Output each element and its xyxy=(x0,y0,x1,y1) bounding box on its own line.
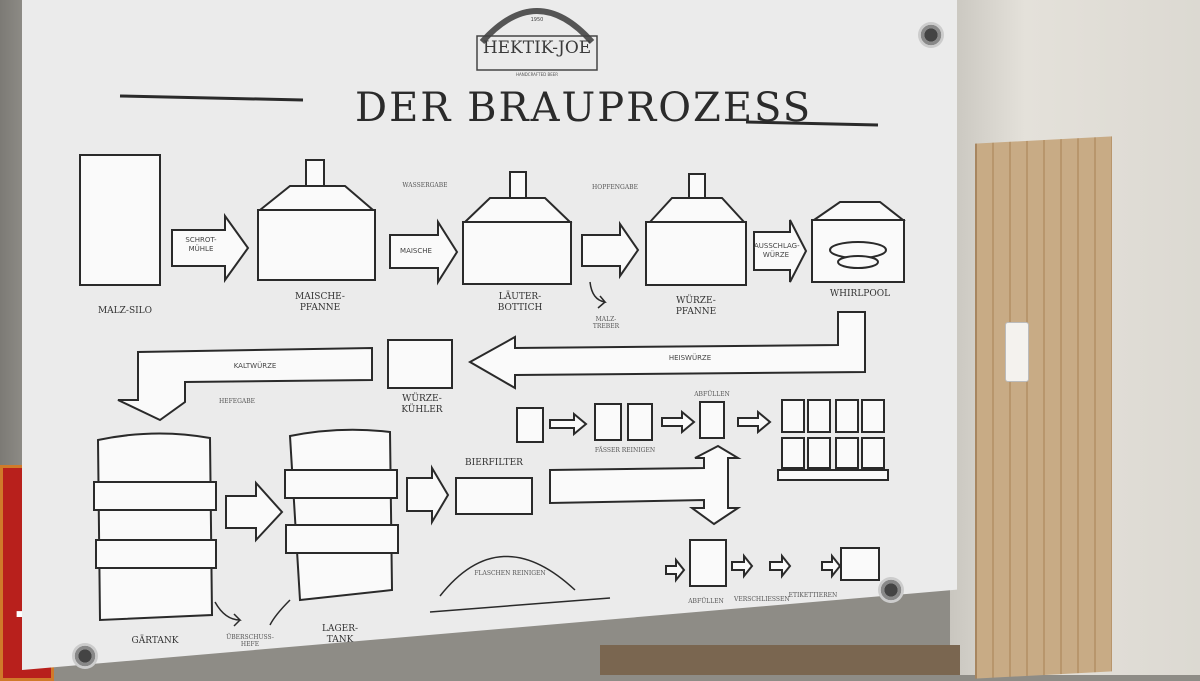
bierfilter-shape xyxy=(455,477,533,515)
arrow-gaer-lager xyxy=(225,480,284,543)
pipe-kaltwuerze xyxy=(117,346,373,422)
arrow-maische xyxy=(389,218,459,286)
laeuterbottich-shape xyxy=(462,171,573,285)
wuerzepfanne-shape xyxy=(645,173,747,286)
label-wassergabe: WASSERGABE xyxy=(402,182,448,189)
label-etikettieren: ETIKETTIEREN xyxy=(788,592,838,599)
wooden-bench xyxy=(600,645,960,675)
label-whirlpool: WHIRLPOOL xyxy=(829,289,891,299)
label-ueberschusshefe: ÜBERSCHUSS- HEFE xyxy=(226,634,274,648)
maischepfanne-shape xyxy=(257,159,376,281)
arrow-laeuter-wuerze xyxy=(581,220,640,280)
bottle-washer-shape xyxy=(439,555,576,597)
whirlpool-shape xyxy=(810,201,906,283)
label-abfuellen-bottom: ABFÜLLEN xyxy=(688,598,724,605)
malz-silo-shape xyxy=(79,154,161,286)
arrow-label-kaltwuerze: KALTWÜRZE xyxy=(233,362,277,370)
screw-icon xyxy=(918,22,944,48)
arrow-lager-filter xyxy=(406,464,450,526)
label-malz-silo: MALZ-SILO xyxy=(97,306,153,316)
pipe-heisswuerze xyxy=(467,311,866,390)
arrow-ausschlagwuerze xyxy=(753,219,808,283)
label-laeuterbottich: LÄUTER- BOTTICH xyxy=(497,292,543,313)
lagertank-shape xyxy=(284,428,399,602)
arrow-label-schrotmuehle: SCHROT- MÜHLE xyxy=(185,236,217,253)
label-malztreber: MALZ- TREBER xyxy=(592,316,620,330)
label-wuerzepfanne: WÜRZE- PFANNE xyxy=(675,296,717,317)
arrow-split xyxy=(549,444,742,526)
board-title: DER BRAUPROZESS xyxy=(355,85,813,131)
arrow-label-ausschlagwuerze: AUSSCHLAG- WÜRZE xyxy=(754,242,800,259)
brick-arch-logo xyxy=(479,8,595,44)
label-hopfengabe: HOPFENGABE xyxy=(592,184,638,191)
label-hefegabe: HEFEGABE xyxy=(218,398,256,405)
brand-subtitle: HANDCRAFTED BEER xyxy=(515,72,559,77)
label-lagertank: LAGER- TANK xyxy=(321,624,359,645)
arrow-label-heisswuerze: HEISWÜRZE xyxy=(668,354,712,362)
door-handle-icon xyxy=(1005,322,1029,382)
label-gaertank: GÄRTANK xyxy=(131,636,179,646)
wuerzekuehler-shape xyxy=(387,339,453,389)
label-maischepfanne: MAISCHE- PFANNE xyxy=(295,292,345,313)
brand-year: 1950 xyxy=(530,17,544,23)
brand-name: HEKTIK-JOE xyxy=(482,38,592,58)
label-verschliessen: VERSCHLIESSEN xyxy=(734,596,790,603)
screw-icon xyxy=(72,643,98,669)
label-faesser-reinigen: FÄSSER REINIGEN xyxy=(594,447,656,454)
label-abfuellen-top: ABFÜLLEN xyxy=(694,391,730,398)
label-wuerzekuehler: WÜRZE- KÜHLER xyxy=(401,394,443,415)
arrow-label-maische: MAISCHE xyxy=(400,247,432,255)
label-flaschen-reinigen: FLASCHEN REINIGEN xyxy=(474,570,546,577)
arrow-schrotmuehle xyxy=(171,212,250,284)
screw-icon xyxy=(878,577,904,603)
gaertank-shape xyxy=(93,432,217,622)
label-bierfilter: BIERFILTER xyxy=(465,458,523,468)
